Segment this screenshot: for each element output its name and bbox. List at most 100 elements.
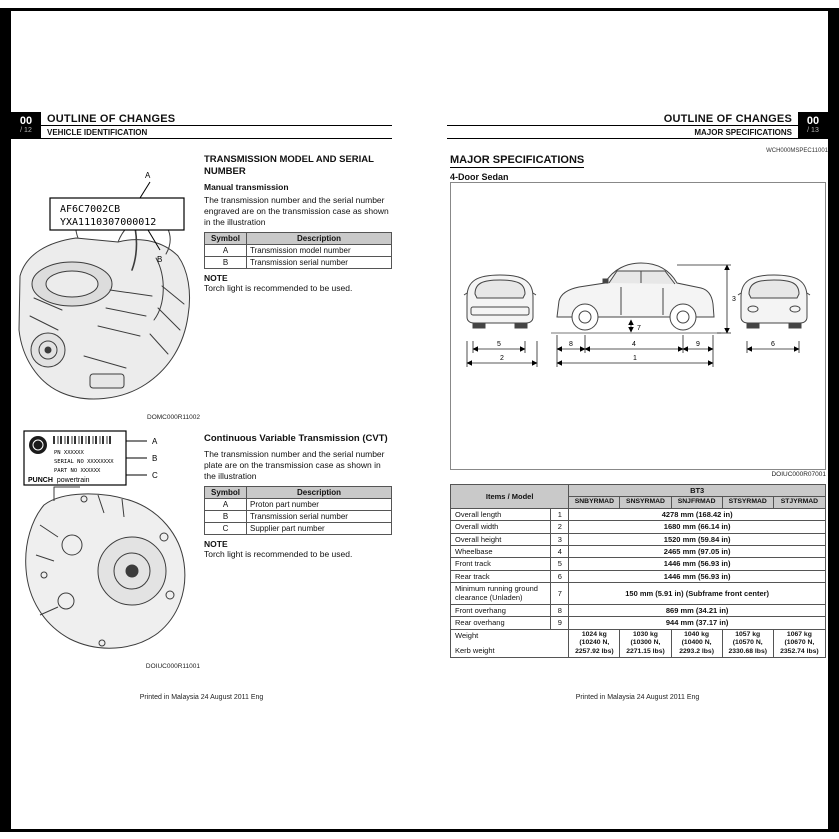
description-cell: Transmission serial number — [246, 510, 392, 524]
kerb-weight-value: 1030 kg (10300 N, 2271.15 lbs) — [619, 628, 672, 659]
specifications-heading: WCH000MSPEC11001 MAJOR SPECIFICATIONS 4-… — [450, 148, 828, 182]
car-side-view — [551, 262, 721, 334]
dim-label-5: 5 — [497, 341, 501, 348]
symbol-table-cvt: Symbol Description A Proton part number … — [204, 486, 392, 536]
spec-table: Items / Model BT3 SNBYRMAD SNSYRMAD SNJF… — [449, 483, 827, 659]
column-header: Symbol — [204, 486, 247, 500]
header-title: OUTLINE OF CHANGES — [447, 112, 798, 127]
kerb-weight-value: 1040 kg (10400 N, 2293.2 lbs) — [670, 628, 723, 659]
dimension-lengths — [556, 335, 714, 367]
page-header-right: 00 / 13 OUTLINE OF CHANGES MAJOR SPECIFI… — [447, 112, 828, 139]
note-body: Torch light is recommended to be used. — [204, 282, 353, 293]
section-title: MAJOR SPECIFICATIONS — [450, 154, 585, 168]
section-body: The transmission number and the serial n… — [204, 448, 385, 481]
symbol-cell: C — [204, 522, 247, 536]
kerb-weight-label: Kerb weight — [455, 646, 495, 656]
section-title: TRANSMISSION MODEL AND SERIAL NUMBER — [204, 154, 374, 177]
item-cell: Wheelbase — [449, 544, 552, 559]
cvt-id-plate: PN XXXXXX SERIAL NO XXXXXXXX PART NO XXX… — [23, 430, 158, 486]
dim-ref-cell: 8 — [550, 603, 570, 618]
dim-label-6: 6 — [771, 341, 775, 348]
dim-ref-cell: 5 — [550, 557, 570, 571]
dim-label-3: 3 — [732, 296, 736, 303]
chapter-box: 00 / 12 — [11, 112, 41, 138]
model-code: SNJFRMAD — [670, 496, 723, 509]
figure-caption: DOIUC000R07001 — [771, 471, 826, 478]
model-code: STJYRMAD — [772, 496, 827, 509]
transmission-serial-code: YXA1110307000012 — [60, 217, 156, 228]
column-header: Symbol — [204, 231, 247, 245]
item-cell: Overall width — [449, 520, 552, 534]
kerb-weight-value: 1057 kg (10570 N, 2330.68 lbs) — [721, 628, 774, 659]
dimension-track-front — [466, 341, 538, 367]
marker-a: A — [145, 171, 151, 180]
items-model-header: Items / Model — [449, 484, 570, 509]
dim-ref-cell: 2 — [550, 520, 570, 534]
figure-caption: DOIUC000R11001 — [145, 663, 200, 670]
description-cell: Transmission model number — [246, 243, 392, 257]
dim-label-4: 4 — [632, 341, 636, 348]
symbol-cell: B — [204, 510, 247, 524]
dim-ref-cell: 4 — [550, 544, 570, 559]
weight-label: Weight — [455, 630, 479, 640]
item-cell: Front track — [449, 557, 552, 571]
dim-ref-cell: 1 — [550, 507, 570, 522]
table-row: B Transmission serial number — [204, 510, 392, 524]
model-group-header: BT3 — [568, 483, 826, 498]
value-cell: 869 mm (34.21 in) — [568, 603, 826, 618]
value-cell: 1520 mm (59.84 in) — [568, 532, 826, 546]
note-title: NOTE — [204, 272, 228, 283]
proton-logo — [29, 436, 47, 454]
page-header-left: 00 / 12 OUTLINE OF CHANGES VEHICLE IDENT… — [11, 112, 392, 139]
model-code: SNSYRMAD — [619, 496, 672, 509]
symbol-table-mt: Symbol Description A Transmission model … — [204, 231, 392, 269]
page-vehicle-identification: 00 / 12 OUTLINE OF CHANGES VEHICLE IDENT… — [11, 112, 392, 712]
item-cell: Rear track — [449, 569, 552, 584]
car-rear-view — [463, 274, 537, 329]
symbol-cell: A — [204, 498, 247, 512]
scan-frame-bottom — [0, 829, 839, 832]
marker-c: C — [152, 471, 158, 480]
table-row: A Transmission model number — [204, 243, 392, 257]
dimension-height — [677, 264, 731, 334]
value-cell: 4278 mm (168.42 in) — [568, 507, 826, 522]
table-row: B Transmission serial number — [204, 255, 392, 269]
kerb-weight-value: 1067 kg (10670 N, 2352.74 lbs) — [772, 628, 827, 659]
dim-ref-cell: 7 — [550, 582, 570, 605]
table-row: Overall length 1 4278 mm (168.42 in) — [449, 507, 826, 522]
header-subtitle: VEHICLE IDENTIFICATION — [47, 127, 148, 137]
car-front-view — [737, 274, 811, 329]
marker-b: B — [152, 454, 157, 463]
dimensions-figure: 5 2 3 — [450, 182, 826, 470]
marker-a: A — [152, 437, 158, 446]
symbol-cell: A — [204, 243, 247, 257]
section-title: Continuous Variable Transmission (CVT) — [204, 433, 388, 444]
scan-bar-left — [0, 8, 11, 832]
item-cell: Overall length — [449, 507, 552, 522]
item-cell: Minimum running ground clearance (Unlade… — [449, 582, 552, 605]
dim-label-8: 8 — [569, 341, 573, 348]
engine-illustration: AF6C7002CB YXA1110307000012 A B — [18, 171, 191, 400]
table-header-row: Symbol Description — [204, 231, 392, 245]
description-cell: Supplier part number — [246, 522, 392, 536]
spec-table-wrap: Items / Model BT3 SNBYRMAD SNSYRMAD SNJF… — [449, 483, 827, 659]
scan-frame-top — [0, 8, 839, 11]
dimension-track-rear — [746, 341, 800, 353]
barcode — [53, 436, 111, 444]
header-title: OUTLINE OF CHANGES — [41, 112, 392, 127]
serial-label-box — [49, 197, 185, 231]
dim-ref-cell: 3 — [550, 532, 570, 546]
header-titles: OUTLINE OF CHANGES VEHICLE IDENTIFICATIO… — [41, 112, 392, 138]
value-cell: 2465 mm (97.05 in) — [568, 544, 826, 559]
value-cell: 1446 mm (56.93 in) — [568, 569, 826, 584]
value-cell: 1680 mm (66.14 in) — [568, 520, 826, 534]
marker-b: B — [157, 255, 162, 264]
chapter-number: 00 — [806, 114, 820, 127]
plate-pn: PN XXXXXX — [54, 450, 84, 456]
column-header: Description — [246, 231, 392, 245]
column-header: Description — [246, 486, 392, 500]
page-major-specifications: 00 / 13 OUTLINE OF CHANGES MAJOR SPECIFI… — [447, 112, 828, 712]
chapter-box: 00 / 13 — [798, 112, 828, 138]
description-cell: Proton part number — [246, 498, 392, 512]
